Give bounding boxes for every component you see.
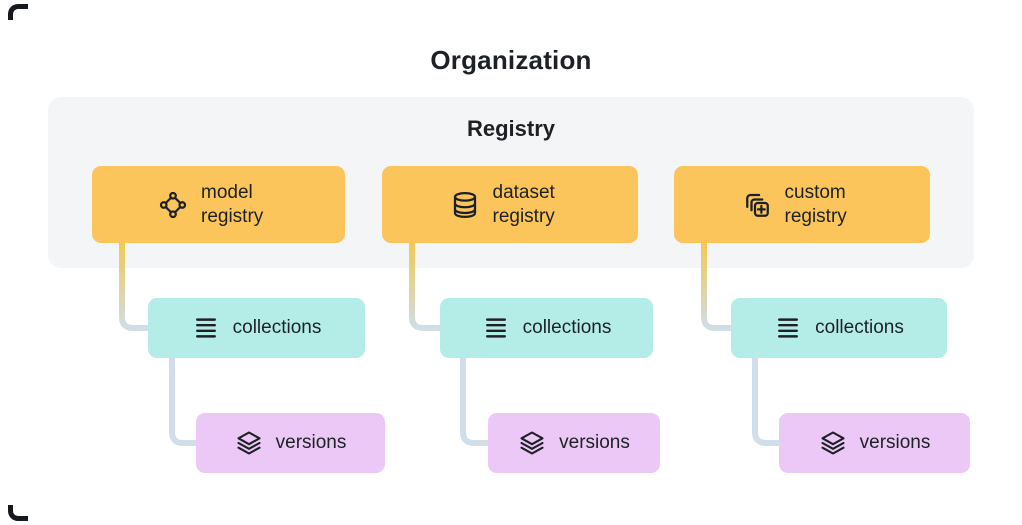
frame-corner-bottom-left <box>8 505 28 521</box>
layers-icon <box>235 429 263 457</box>
connector-registry-collections-2 <box>409 242 442 331</box>
collections-node-label: collections <box>232 317 322 339</box>
collections-node: collections <box>148 298 365 358</box>
registry-node-label: model registry <box>201 182 264 227</box>
registry-node-label: dataset registry <box>492 182 555 227</box>
collections-node-label: collections <box>522 317 612 339</box>
connector-registry-collections-1 <box>119 242 150 331</box>
layers-icon <box>819 429 847 457</box>
database-icon <box>450 190 480 220</box>
copy-plus-icon <box>742 190 772 220</box>
registry-node-label: custom registry <box>784 182 847 227</box>
versions-node-label: versions <box>859 432 931 454</box>
connector-registry-collections-3 <box>701 242 733 331</box>
collections-node: collections <box>731 298 947 358</box>
registry-node: custom registry <box>674 166 930 243</box>
registry-node: dataset registry <box>382 166 638 243</box>
registry-group-label: Registry <box>466 116 556 141</box>
versions-node-label: versions <box>275 432 347 454</box>
list-icon <box>482 314 510 342</box>
versions-node-label: versions <box>559 432 630 454</box>
collections-node-label: collections <box>815 317 904 339</box>
page-title: Organization <box>430 45 592 75</box>
connector-collections-versions-2 <box>460 356 490 446</box>
registry-node: model registry <box>92 166 345 243</box>
layers-icon <box>518 429 546 457</box>
connector-collections-versions-3 <box>752 356 781 446</box>
list-icon <box>774 314 802 342</box>
connector-collections-versions-1 <box>169 356 198 446</box>
collections-node: collections <box>440 298 653 358</box>
model-graph-icon <box>158 190 188 220</box>
versions-node: versions <box>779 413 970 473</box>
versions-node: versions <box>488 413 660 473</box>
frame-corner-top-left <box>8 4 28 20</box>
list-icon <box>192 314 220 342</box>
versions-node: versions <box>196 413 385 473</box>
